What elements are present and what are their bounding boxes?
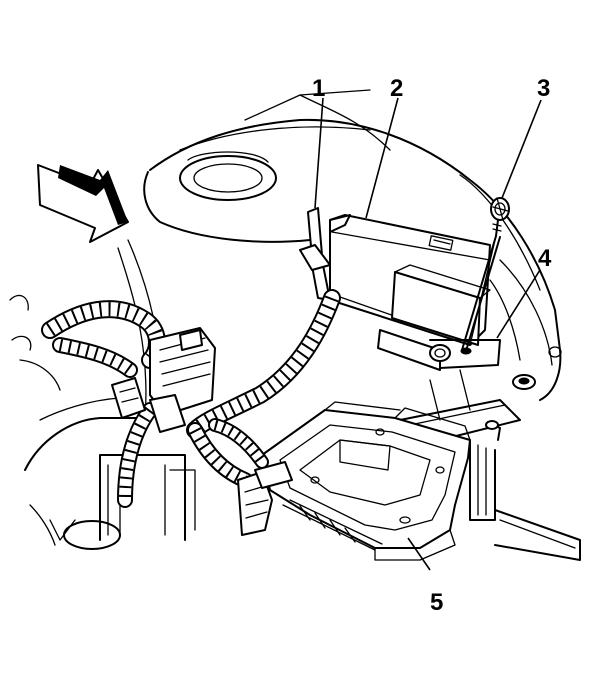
fastener-screw <box>460 197 510 355</box>
mounting-bracket <box>261 401 501 561</box>
wire-harness <box>41 289 341 508</box>
engine-structure-right <box>399 369 581 561</box>
callout-5: 5 <box>430 589 443 616</box>
direction-arrow-icon <box>37 164 129 243</box>
callout-3: 3 <box>537 75 550 102</box>
leader-lines <box>314 97 542 571</box>
mount-stud <box>512 346 562 390</box>
callout-4: 4 <box>538 245 552 272</box>
callout-1: 1 <box>312 75 325 102</box>
harness-connector <box>111 327 293 536</box>
strut-tower-hole <box>179 151 277 201</box>
mounting-tab <box>299 207 331 271</box>
callout-2: 2 <box>390 75 403 102</box>
engine-structure-left <box>9 239 196 550</box>
